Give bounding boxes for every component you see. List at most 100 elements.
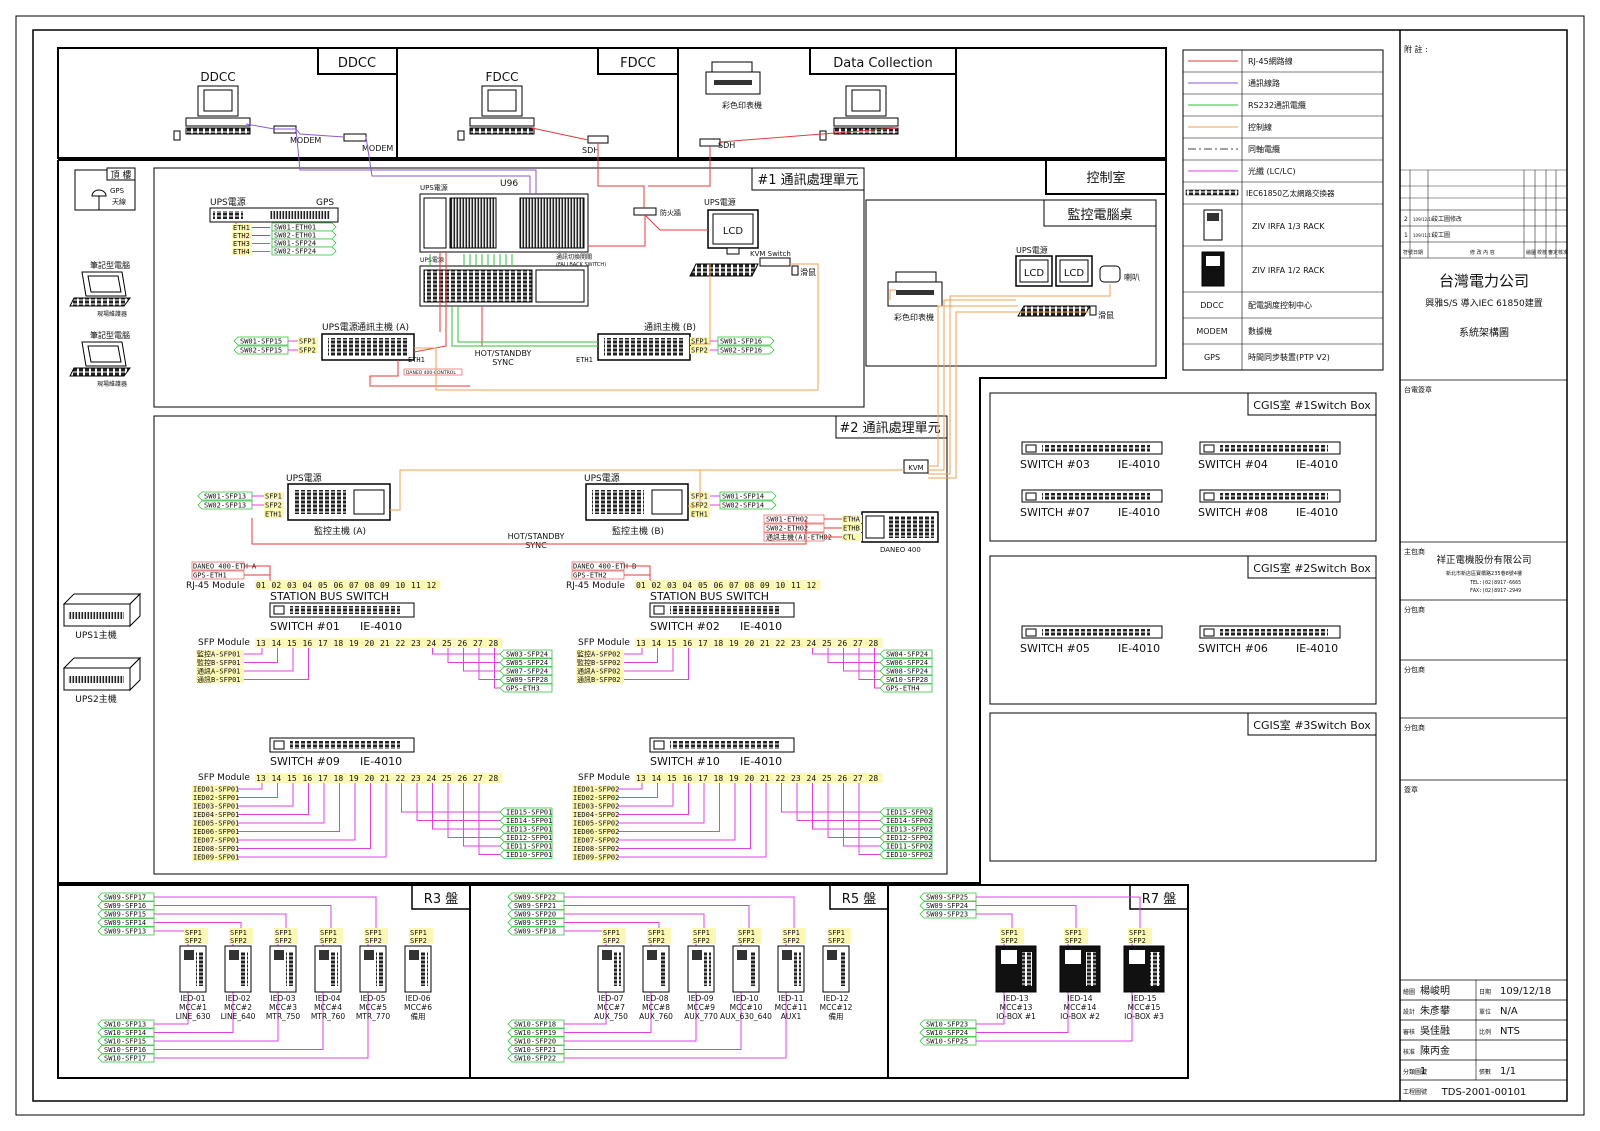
sw01-rj45-port-05: 05 (318, 581, 328, 590)
sw10-sfp-port-21: 21 (760, 774, 770, 783)
host-a-port-1: SFP1 (299, 338, 316, 346)
revision-header-4: 繪圖 (1526, 249, 1536, 256)
legend-abbr-desc-3: 時間同步裝置(PTP V2) (1248, 352, 1330, 362)
sw02-rj45-port-04: 04 (683, 581, 693, 590)
r5-ied-5-id: IED-11 (779, 994, 804, 1003)
sw10-left-link-9: IED09-SFP02 (573, 854, 619, 862)
r5-ied-1-mcc: MCC#7 (597, 1003, 625, 1012)
sw09-sfp-port-13: 13 (256, 774, 266, 783)
r7-ied-3-id: IED-15 (1132, 994, 1157, 1003)
sw02-left-link-3: 通訊A-SFP02 (577, 667, 621, 676)
sw01-left-link-4: 通訊B-SFP01 (197, 675, 241, 684)
r3-ied-3-sfp1: SFP1 (275, 929, 292, 937)
contractor-name: 祥正電機股份有限公司 (1436, 554, 1531, 566)
monitor-b-link-2: SW02-SFP14 (722, 502, 764, 510)
data-collection-computer (819, 85, 899, 141)
rooftop-gps-label: GPS (110, 187, 125, 195)
r3-ied-2-sfp2: SFP2 (230, 937, 247, 945)
sw01-rj45-port-01: 01 (256, 581, 266, 590)
rooftop-gps (74, 167, 136, 211)
r5-ied-3-id: IED-09 (689, 994, 714, 1003)
cgis-box-1-title: CGIS室 #1Switch Box (1253, 398, 1371, 412)
r3-bottom-link-1: SW10-SFP13 (104, 1021, 146, 1029)
r3-ied-2-mcc: MCC#2 (224, 1003, 252, 1012)
sw10-sfp-port-16: 16 (683, 774, 693, 783)
datacol-sdh (699, 138, 721, 147)
r3-bottom-link-2: SW10-SFP14 (104, 1029, 146, 1037)
r7-ied-2-sfp1: SFP1 (1065, 929, 1082, 937)
host-a-port-2: SFP2 (299, 347, 316, 355)
legend-item-1: RJ-45網路線 (1248, 56, 1293, 66)
sw02-right-link-4: SW10-SFP28 (886, 676, 928, 684)
host-b-port-1: SFP1 (691, 338, 708, 346)
rev-2-symbol: 2 (1404, 216, 1408, 223)
contractor-tel: TEL:(02)8917-6665 (1470, 580, 1521, 586)
r3-ied-5-sfp1: SFP1 (365, 929, 382, 937)
r3-ied-4-sfp2: SFP2 (320, 937, 337, 945)
monitor-host-b-label: 監控主機 (B) (612, 525, 664, 537)
sw10-right-link-1: IED15-SFP02 (886, 809, 932, 817)
legend-abbr-desc-2: 數據機 (1248, 326, 1272, 336)
fdcc-pc-label: FDCC (486, 70, 519, 84)
monitor-a-link-1: SW01-SFP13 (204, 493, 246, 501)
r5-ied-4-sfp1: SFP1 (738, 929, 755, 937)
sw02-left-link-2: 監控B-SFP02 (577, 658, 621, 667)
cgis-sw08-label: SWITCH #08 (1198, 506, 1268, 519)
modem-2 (343, 133, 367, 142)
daneo-port-3: CTL (843, 534, 856, 542)
sw01-model: IE-4010 (360, 620, 402, 633)
sw02-rj45-port-07: 07 (729, 581, 739, 590)
legend-rack-12: ZIV IRFA 1/2 RACK (1252, 266, 1325, 275)
sw02-sfp-port-25: 25 (822, 639, 832, 648)
datacol-sdh-label: SDH (718, 141, 735, 150)
sw09-sfp-port-22: 22 (396, 774, 406, 783)
sw09-left-link-1: IED01-SFP01 (193, 786, 239, 794)
date-value: 109/12/18 (1500, 986, 1551, 997)
r7-ied-2-desc: IO-BOX #2 (1060, 1012, 1100, 1021)
sw01-rj45-port-08: 08 (365, 581, 375, 590)
r5-ied-4-mcc: MCC#10 (730, 1003, 763, 1012)
gps-eth-link-1: SW01-ETH01 (274, 224, 316, 232)
r5-bottom-link-2: SW10-SFP19 (514, 1029, 556, 1037)
r7-top-link-2: SW09-SFP24 (926, 902, 968, 910)
color-printer-top-label: 彩色印表機 (722, 100, 762, 110)
fdcc-computer (457, 85, 535, 141)
sw01-sfp-port-22: 22 (396, 639, 406, 648)
r3-ied-4-sfp1: SFP1 (320, 929, 337, 937)
rev-1-desc: 竣工圖 (1432, 231, 1450, 239)
sw10-sfp-port-19: 19 (729, 774, 739, 783)
cgis-box-2-title: CGIS室 #2Switch Box (1253, 561, 1371, 575)
top-section: DDCC FDCC Data Collection DDCC MODEM MOD… (57, 47, 1167, 159)
draw-label: 繪圖 (1403, 988, 1415, 996)
sw01-left-link-2: 監控B-SFP01 (197, 658, 241, 667)
revision-header-3: 修 改 內 容 (1470, 249, 1495, 256)
subcontractor-1-label: 分包商 (1404, 605, 1425, 614)
sw01-sfp-port-21: 21 (380, 639, 390, 648)
sw02-right-link-3: SW08-SFP24 (886, 668, 928, 676)
cgis-sw07-model: IE-4010 (1118, 506, 1160, 519)
sw02-bus-label: STATION BUS SWITCH (650, 590, 769, 603)
sw01-sfp-port-26: 26 (458, 639, 468, 648)
sw10-left-link-3: IED03-SFP02 (573, 803, 619, 811)
sw01-right-link-1: SW03-SFP24 (506, 651, 548, 659)
legend-switch: IEC61850乙太網路交換器 (1246, 188, 1335, 198)
sw01-sfp-port-15: 15 (287, 639, 297, 648)
sign-label: 簽章 (1404, 785, 1418, 794)
unit1-hot-standby: HOT/STANDBY (475, 349, 532, 358)
r3-ied-5-id: IED-05 (361, 994, 386, 1003)
date-label: 日期 (1479, 988, 1491, 996)
host-a-eth1: ETH1 (408, 356, 425, 364)
daneo-link-3: 通訊主機(A)-ETH02 (766, 533, 832, 542)
project-name: 興雅S/S 導入IEC 61850建置 (1425, 297, 1542, 309)
unit1-lcd-monitor (689, 209, 799, 277)
sw01-right-link-3: SW07-SFP24 (506, 668, 548, 676)
sw10-sfp-port-24: 24 (807, 774, 817, 783)
rev-1-date: 109/11/11 (1413, 233, 1434, 238)
sw01-sfp-port-16: 16 (303, 639, 313, 648)
r3-ied-2-id: IED-02 (226, 994, 251, 1003)
sw01-left-link-1: 監控A-SFP01 (197, 650, 241, 659)
r3-title: R3 盤 (424, 892, 458, 907)
sw02-label: SWITCH #02 (650, 620, 720, 633)
